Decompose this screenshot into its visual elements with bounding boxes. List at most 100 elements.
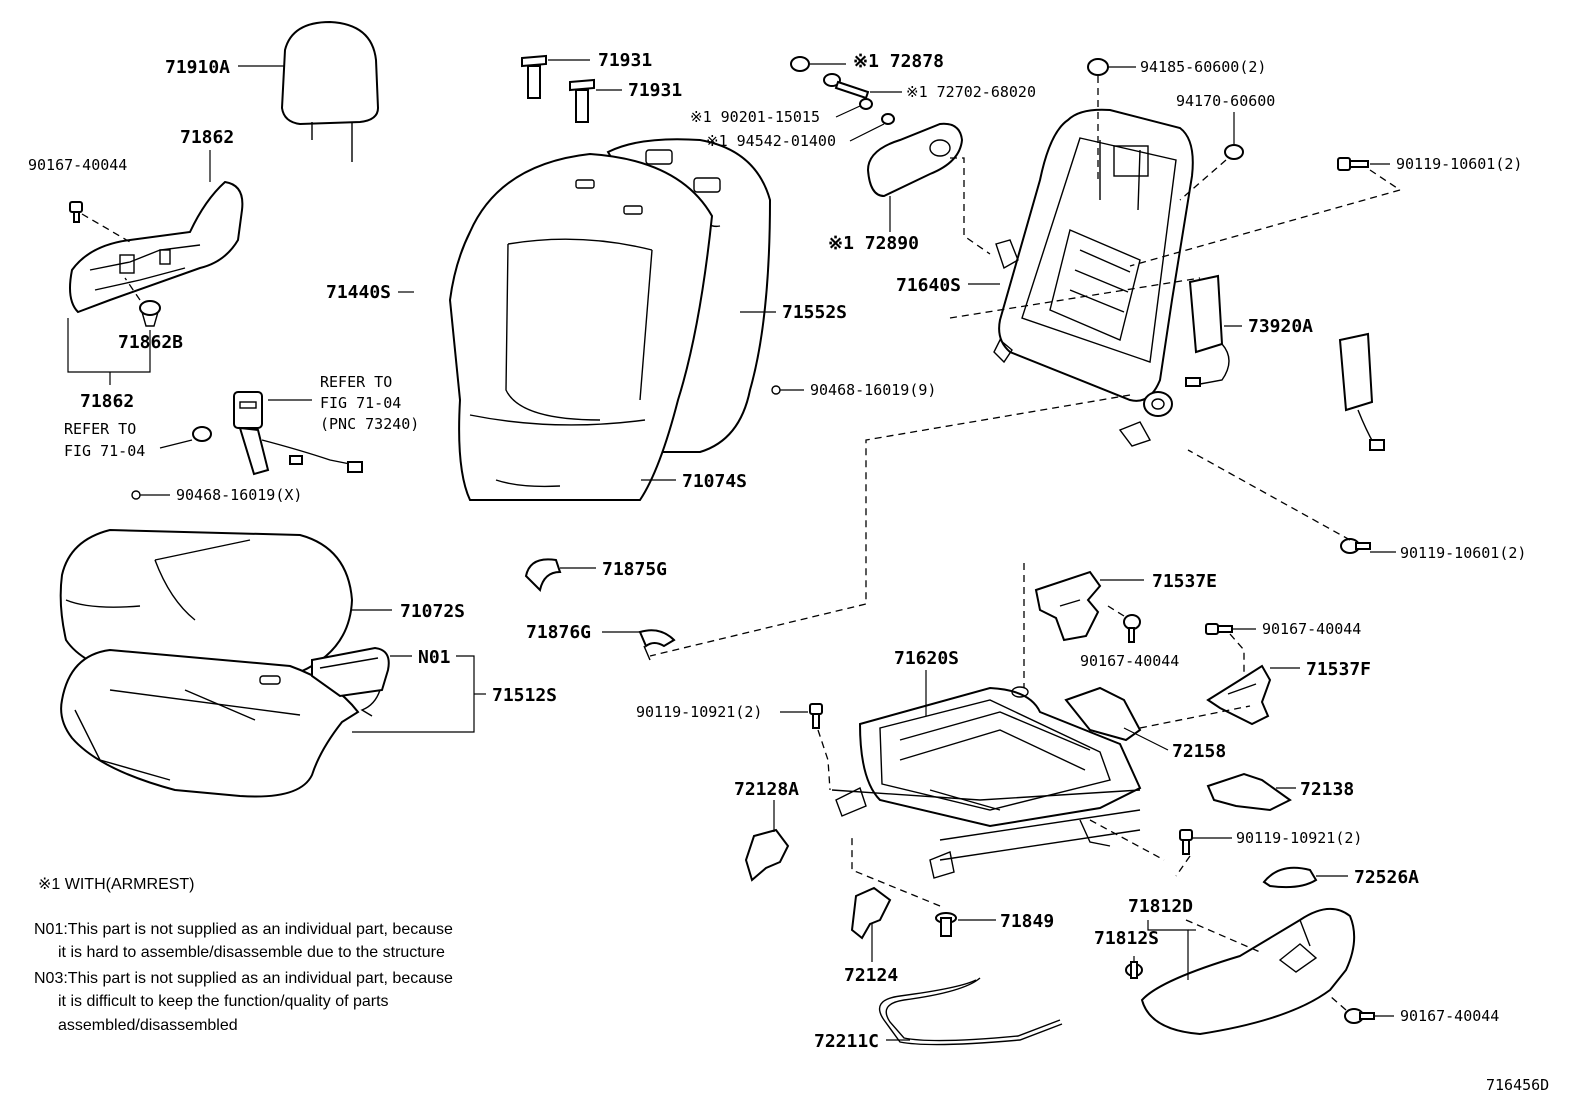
bolt-90167-40044-left[interactable]: [69, 201, 83, 223]
label-71537E: 71537E: [1152, 571, 1217, 592]
label-94170: 94170-60600: [1176, 92, 1275, 110]
cover-72124[interactable]: [850, 886, 892, 940]
knob-72526A[interactable]: [1262, 866, 1318, 889]
label-90468-X: 90468-16019(X): [176, 486, 302, 504]
label-72124: 72124: [844, 965, 898, 986]
refer-left-line2: FIG 71-04: [64, 442, 145, 460]
label-71875G: 71875G: [602, 559, 667, 580]
bolt-90119-10601-mid[interactable]: [1340, 538, 1371, 554]
label-71862-top: 71862: [180, 127, 234, 148]
label-72890: ※1 72890: [828, 233, 919, 254]
headrest-guide-71931-b[interactable]: [569, 78, 595, 123]
bolt-90167-40044-mid[interactable]: [1123, 614, 1141, 643]
bolt-90167-40044-bottom[interactable]: [1344, 1008, 1375, 1024]
clip-71862B[interactable]: [139, 300, 161, 327]
label-71862-bottom: 71862: [80, 391, 134, 412]
note-n01-line2: it is hard to assemble/disassemble due t…: [58, 944, 445, 961]
refer-belt-line1: REFER TO: [320, 373, 392, 391]
headrest-71910A[interactable]: [280, 20, 380, 162]
label-71072S: 71072S: [400, 601, 465, 622]
pin-71849[interactable]: [935, 912, 957, 937]
label-72526A: 72526A: [1354, 867, 1419, 888]
label-73920A: 73920A: [1248, 316, 1313, 337]
label-71074S: 71074S: [682, 471, 747, 492]
refer-belt-line3: (PNC 73240): [320, 415, 419, 433]
label-90119-10921-right: 90119-10921(2): [1236, 829, 1362, 847]
cover-71876G[interactable]: [638, 629, 676, 661]
seat-belt-buckle[interactable]: [233, 391, 363, 476]
label-72211C: 72211C: [814, 1031, 879, 1052]
clip-71812S[interactable]: [1125, 961, 1143, 979]
label-71849: 71849: [1000, 911, 1054, 932]
label-90167-right: 90167-40044: [1262, 620, 1361, 638]
armrest-72890[interactable]: [866, 122, 964, 198]
cover-71537F[interactable]: [1206, 664, 1272, 726]
label-71537F: 71537F: [1306, 659, 1371, 680]
seat-adjuster-71620S[interactable]: [831, 686, 1142, 879]
seat-heater-N01[interactable]: [311, 646, 390, 717]
refer-belt-line2: FIG 71-04: [320, 394, 401, 412]
diagram-id: 716456D: [1486, 1076, 1549, 1094]
note-n03-line2: it is difficult to keep the function/qua…: [58, 993, 389, 1010]
seat-back-frame-71640S[interactable]: [993, 108, 1194, 447]
label-72138: 72138: [1300, 779, 1354, 800]
bolt-72702-68020[interactable]: [823, 73, 870, 100]
label-94542: ※1 94542-01400: [706, 132, 836, 150]
seat-shield-71812D[interactable]: [1140, 908, 1356, 1036]
label-71512S: 71512S: [492, 685, 557, 706]
label-90119-top: 90119-10601(2): [1396, 155, 1522, 173]
note-n03-line3: assembled/disassembled: [58, 1017, 238, 1034]
label-90167-mid: 90167-40044: [1080, 652, 1179, 670]
label-90167-left: 90167-40044: [28, 156, 127, 174]
label-72158: 72158: [1172, 741, 1226, 762]
label-71876G: 71876G: [526, 622, 591, 643]
label-94185: 94185-60600(2): [1140, 58, 1266, 76]
side-airbag-73920A[interactable]: [1185, 274, 1230, 387]
label-N01: N01: [418, 647, 451, 668]
cover-72138[interactable]: [1206, 772, 1292, 812]
cover-71537E[interactable]: [1034, 570, 1102, 642]
label-71620S: 71620S: [894, 648, 959, 669]
seat-cushion-pad-71072S[interactable]: [59, 528, 354, 684]
nut-94170-60600[interactable]: [1224, 144, 1244, 160]
label-71931-a: 71931: [598, 50, 652, 71]
bolt-90119-10921-left[interactable]: [809, 703, 823, 729]
seat-back-cover-71074S[interactable]: [448, 152, 714, 501]
label-71552S: 71552S: [782, 302, 847, 323]
washer-94542[interactable]: [881, 113, 895, 125]
refer-left-line1: REFER TO: [64, 420, 136, 438]
label-71910A: 71910A: [165, 57, 230, 78]
nut-72878[interactable]: [790, 56, 810, 72]
label-72878: ※1 72878: [853, 51, 944, 72]
bolt-90167-40044-right[interactable]: [1205, 623, 1233, 635]
bolt-90119-10601-top[interactable]: [1337, 157, 1369, 171]
label-90201: ※1 90201-15015: [690, 108, 820, 126]
seat-cushion-cover-71512S[interactable]: [60, 648, 360, 798]
note-n01-line1: N01:This part is not supplied as an indi…: [34, 921, 453, 938]
cover-72128A[interactable]: [744, 828, 790, 882]
label-72128A: 72128A: [734, 779, 799, 800]
label-72702: ※1 72702-68020: [906, 83, 1036, 101]
headrest-guide-71931-a[interactable]: [521, 54, 547, 99]
label-71812S: 71812S: [1094, 928, 1159, 949]
label-71812D: 71812D: [1128, 896, 1193, 917]
bolt-90119-10921-right[interactable]: [1179, 829, 1193, 855]
side-airbag-alt[interactable]: [1338, 332, 1385, 451]
label-71640S: 71640S: [896, 275, 961, 296]
note-n03-line1: N03:This part is not supplied as an indi…: [34, 970, 453, 987]
nut-refer-left[interactable]: [192, 426, 212, 442]
label-90119-mid: 90119-10601(2): [1400, 544, 1526, 562]
note-with-armrest: ※1 WITH(ARMREST): [38, 876, 195, 893]
recliner-cover-71862[interactable]: [69, 180, 244, 314]
label-90119-10921-left: 90119-10921(2): [636, 703, 762, 721]
lever-72158[interactable]: [1064, 686, 1142, 742]
cover-71875G[interactable]: [524, 558, 562, 592]
nut-94185-60600[interactable]: [1087, 58, 1109, 76]
wire-72211C[interactable]: [878, 977, 1063, 1046]
label-71931-b: 71931: [628, 80, 682, 101]
label-90468-9: 90468-16019(9): [810, 381, 936, 399]
label-71440S: 71440S: [326, 282, 391, 303]
label-90167-bottom: 90167-40044: [1400, 1007, 1499, 1025]
washer-90201[interactable]: [859, 98, 873, 110]
